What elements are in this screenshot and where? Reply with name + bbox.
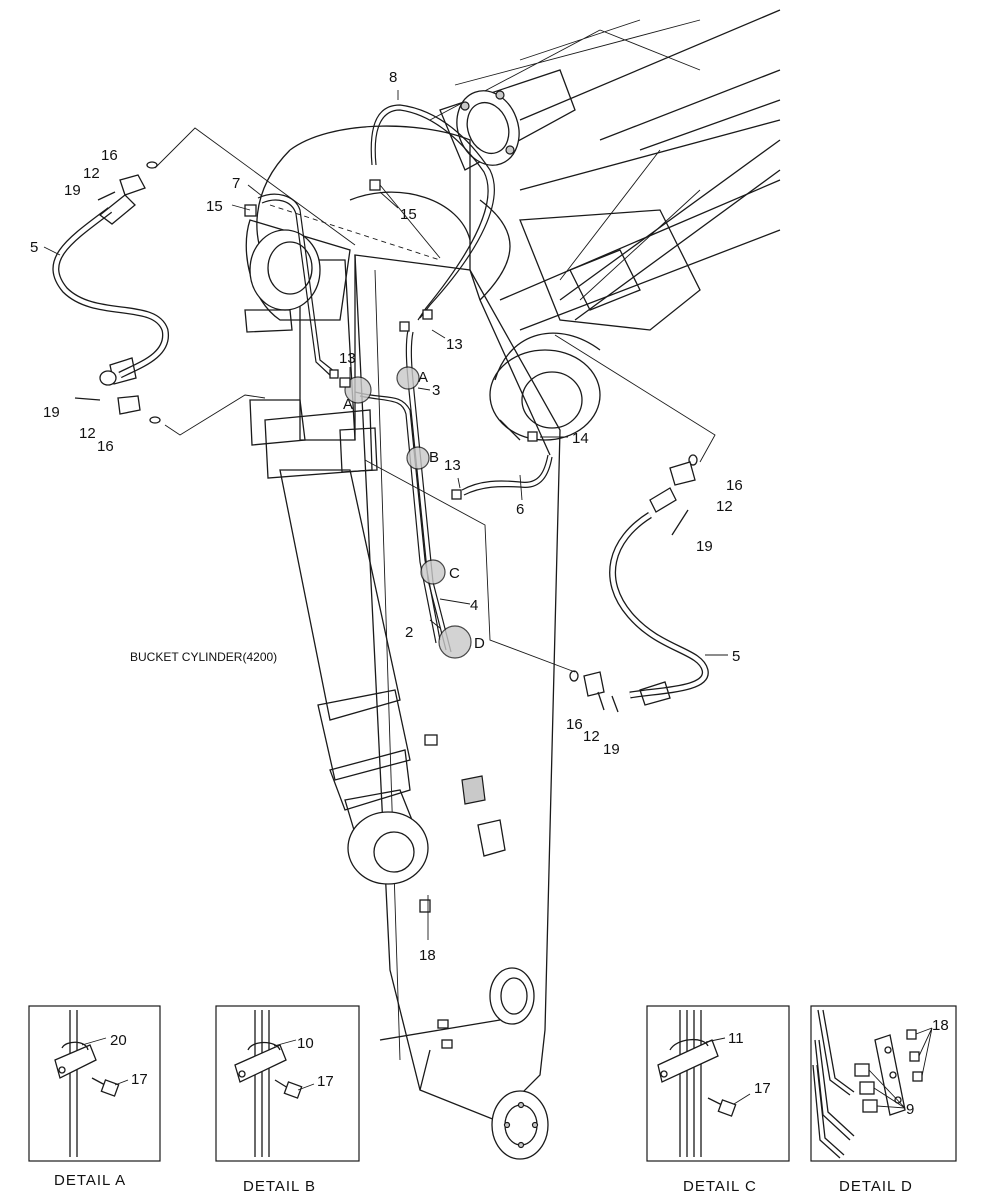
detail-a-clamp-number: 20 [110,1032,127,1049]
callout-detail-a: A [418,369,428,386]
callout-12: 12 [83,165,100,182]
hose-5-left [52,194,169,386]
detail-d-fitting-number: 9 [906,1101,914,1118]
detail-c-caption: DETAIL C [683,1178,757,1195]
callout-19: 19 [64,182,81,199]
callout-8: 8 [389,69,397,86]
callout-detail-d: D [474,635,485,652]
callout-14: 14 [572,430,589,447]
detail-a-caption: DETAIL A [54,1172,126,1189]
leader-lines [43,90,728,940]
callout-5: 5 [30,239,38,256]
detail-d-caption: DETAIL D [839,1178,913,1195]
callout-3: 3 [432,382,440,399]
detail-b-caption: DETAIL B [243,1178,316,1195]
callout-4: 4 [470,597,478,614]
callout-13: 13 [446,336,463,353]
pipe-7 [257,193,336,377]
callout-7: 7 [232,175,240,192]
boom-structure [429,9,781,441]
detail-c-bolt-number: 17 [754,1080,771,1097]
callout-12: 12 [79,425,96,442]
hose-5-right [609,487,709,706]
detail-b: 10 17 DETAIL B [215,1005,360,1195]
callout-18: 18 [419,947,436,964]
callout-2: 2 [405,624,413,641]
callout-16: 16 [726,477,743,494]
pipe-8 [370,104,495,321]
detail-c: 11 17 DETAIL C [646,1005,790,1195]
detail-c-clamp-number: 11 [728,1030,744,1047]
callout-detail-c: C [449,565,460,582]
callout-19: 19 [603,741,620,758]
callout-16: 16 [101,147,118,164]
callout-detail-b: B [429,449,439,466]
detail-b-clamp-number: 10 [297,1035,314,1052]
callout-16: 16 [97,438,114,455]
callout-numbers: 8 16 12 19 7 15 15 5 13 13 A 3 A 19 12 1… [30,69,743,964]
callout-5: 5 [732,648,740,665]
callout-16: 16 [566,716,583,733]
detail-a: 20 17 DETAIL A [28,1005,161,1189]
detail-a-bolt-number: 17 [131,1071,148,1088]
bucket-cylinder-label: BUCKET CYLINDER(4200) [130,650,277,664]
fittings [74,161,698,913]
callout-13: 13 [444,457,461,474]
pipe-6 [461,454,553,496]
callout-12: 12 [716,498,733,515]
callout-19: 19 [43,404,60,421]
detail-b-bolt-number: 17 [317,1073,334,1090]
callout-13: 13 [339,350,356,367]
arm-structure [244,125,561,1160]
callout-12: 12 [583,728,600,745]
detail-markers [344,366,472,659]
detail-d: 18 9 DETAIL D [810,1005,957,1195]
callout-6: 6 [516,501,524,518]
callout-detail-a: A [343,396,353,413]
callout-19: 19 [696,538,713,555]
callout-15: 15 [400,206,417,223]
callout-15: 15 [206,198,223,215]
detail-d-plug-number: 18 [932,1017,949,1034]
